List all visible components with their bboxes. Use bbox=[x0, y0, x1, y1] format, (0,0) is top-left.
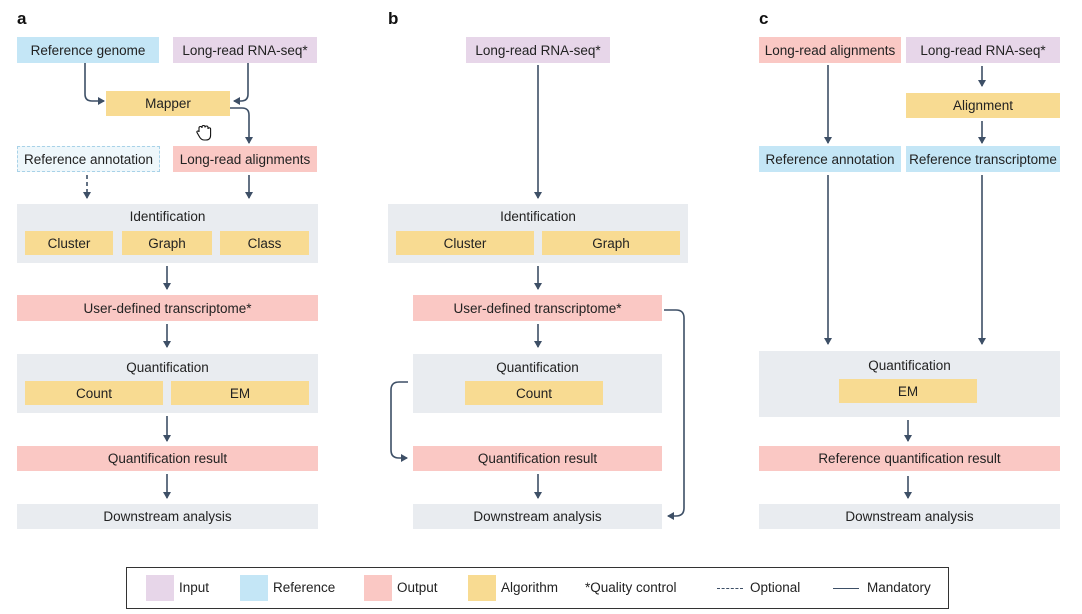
b-identification-title: Identification bbox=[500, 209, 576, 224]
legend-quality-control: *Quality control bbox=[585, 580, 677, 595]
hand-cursor-icon bbox=[196, 124, 212, 141]
b-long-read-rnaseq: Long-read RNA-seq* bbox=[466, 37, 610, 63]
legend-input-label: Input bbox=[179, 580, 210, 595]
legend-optional-label: Optional bbox=[750, 580, 801, 595]
b-method-cluster: Cluster bbox=[396, 231, 534, 255]
a-user-transcriptome: User-defined transcriptome* bbox=[17, 295, 318, 321]
arrow-quantification-loop-to-result-b bbox=[390, 381, 408, 462]
a-method-cluster: Cluster bbox=[25, 231, 113, 255]
b-method-graph: Graph bbox=[542, 231, 680, 255]
arrow-mapper-to-alignments bbox=[230, 107, 253, 144]
b-method-count: Count bbox=[465, 381, 603, 405]
a-long-read-alignments: Long-read alignments bbox=[173, 146, 317, 172]
a-reference-annotation: Reference annotation bbox=[17, 146, 160, 172]
arrow-rnaseq-to-mapper bbox=[233, 63, 249, 105]
legend-algorithm-label: Algorithm bbox=[501, 580, 559, 595]
b-quantification-title: Quantification bbox=[496, 360, 579, 375]
b-user-transcriptome: User-defined transcriptome* bbox=[413, 295, 662, 321]
panel-label-c: c bbox=[759, 9, 769, 28]
c-method-em: EM bbox=[839, 379, 977, 403]
a-reference-genome: Reference genome bbox=[17, 37, 159, 63]
legend-input-swatch bbox=[146, 575, 174, 601]
legend-mandatory-line bbox=[833, 588, 859, 589]
b-downstream-analysis: Downstream analysis bbox=[413, 504, 662, 529]
a-method-graph: Graph bbox=[122, 231, 212, 255]
c-alignment: Alignment bbox=[906, 93, 1060, 118]
legend-reference-swatch bbox=[240, 575, 268, 601]
c-downstream-analysis: Downstream analysis bbox=[759, 504, 1060, 529]
b-quantification-result: Quantification result bbox=[413, 446, 662, 471]
a-mapper: Mapper bbox=[106, 91, 230, 116]
a-method-count: Count bbox=[25, 381, 163, 405]
legend-mandatory-label: Mandatory bbox=[867, 580, 931, 595]
c-long-read-alignments: Long-read alignments bbox=[759, 37, 901, 63]
a-method-em: EM bbox=[171, 381, 309, 405]
legend-output-swatch bbox=[364, 575, 392, 601]
a-long-read-rnaseq: Long-read RNA-seq* bbox=[173, 37, 317, 63]
legend-reference-label: Reference bbox=[273, 580, 336, 595]
c-reference-annotation: Reference annotation bbox=[759, 146, 901, 172]
legend: Input Reference Output Algorithm *Qualit… bbox=[126, 567, 949, 609]
a-quantification-result: Quantification result bbox=[17, 446, 318, 471]
panel-label-a: a bbox=[17, 9, 27, 28]
legend-optional-line bbox=[717, 588, 743, 589]
a-quantification-title: Quantification bbox=[126, 360, 209, 375]
panel-label-b: b bbox=[388, 9, 399, 28]
legend-output-label: Output bbox=[397, 580, 438, 595]
c-long-read-rnaseq: Long-read RNA-seq* bbox=[906, 37, 1060, 63]
legend-algorithm-swatch bbox=[468, 575, 496, 601]
arrow-transcriptome-loop-to-downstream-b bbox=[664, 309, 685, 520]
a-downstream-analysis: Downstream analysis bbox=[17, 504, 318, 529]
c-quantification-result: Reference quantification result bbox=[759, 446, 1060, 471]
a-method-class: Class bbox=[220, 231, 309, 255]
c-reference-transcriptome: Reference transcriptome bbox=[906, 146, 1060, 172]
c-quantification-title: Quantification bbox=[868, 358, 951, 373]
a-identification-title: Identification bbox=[129, 209, 206, 224]
arrow-genome-to-mapper bbox=[84, 63, 105, 105]
